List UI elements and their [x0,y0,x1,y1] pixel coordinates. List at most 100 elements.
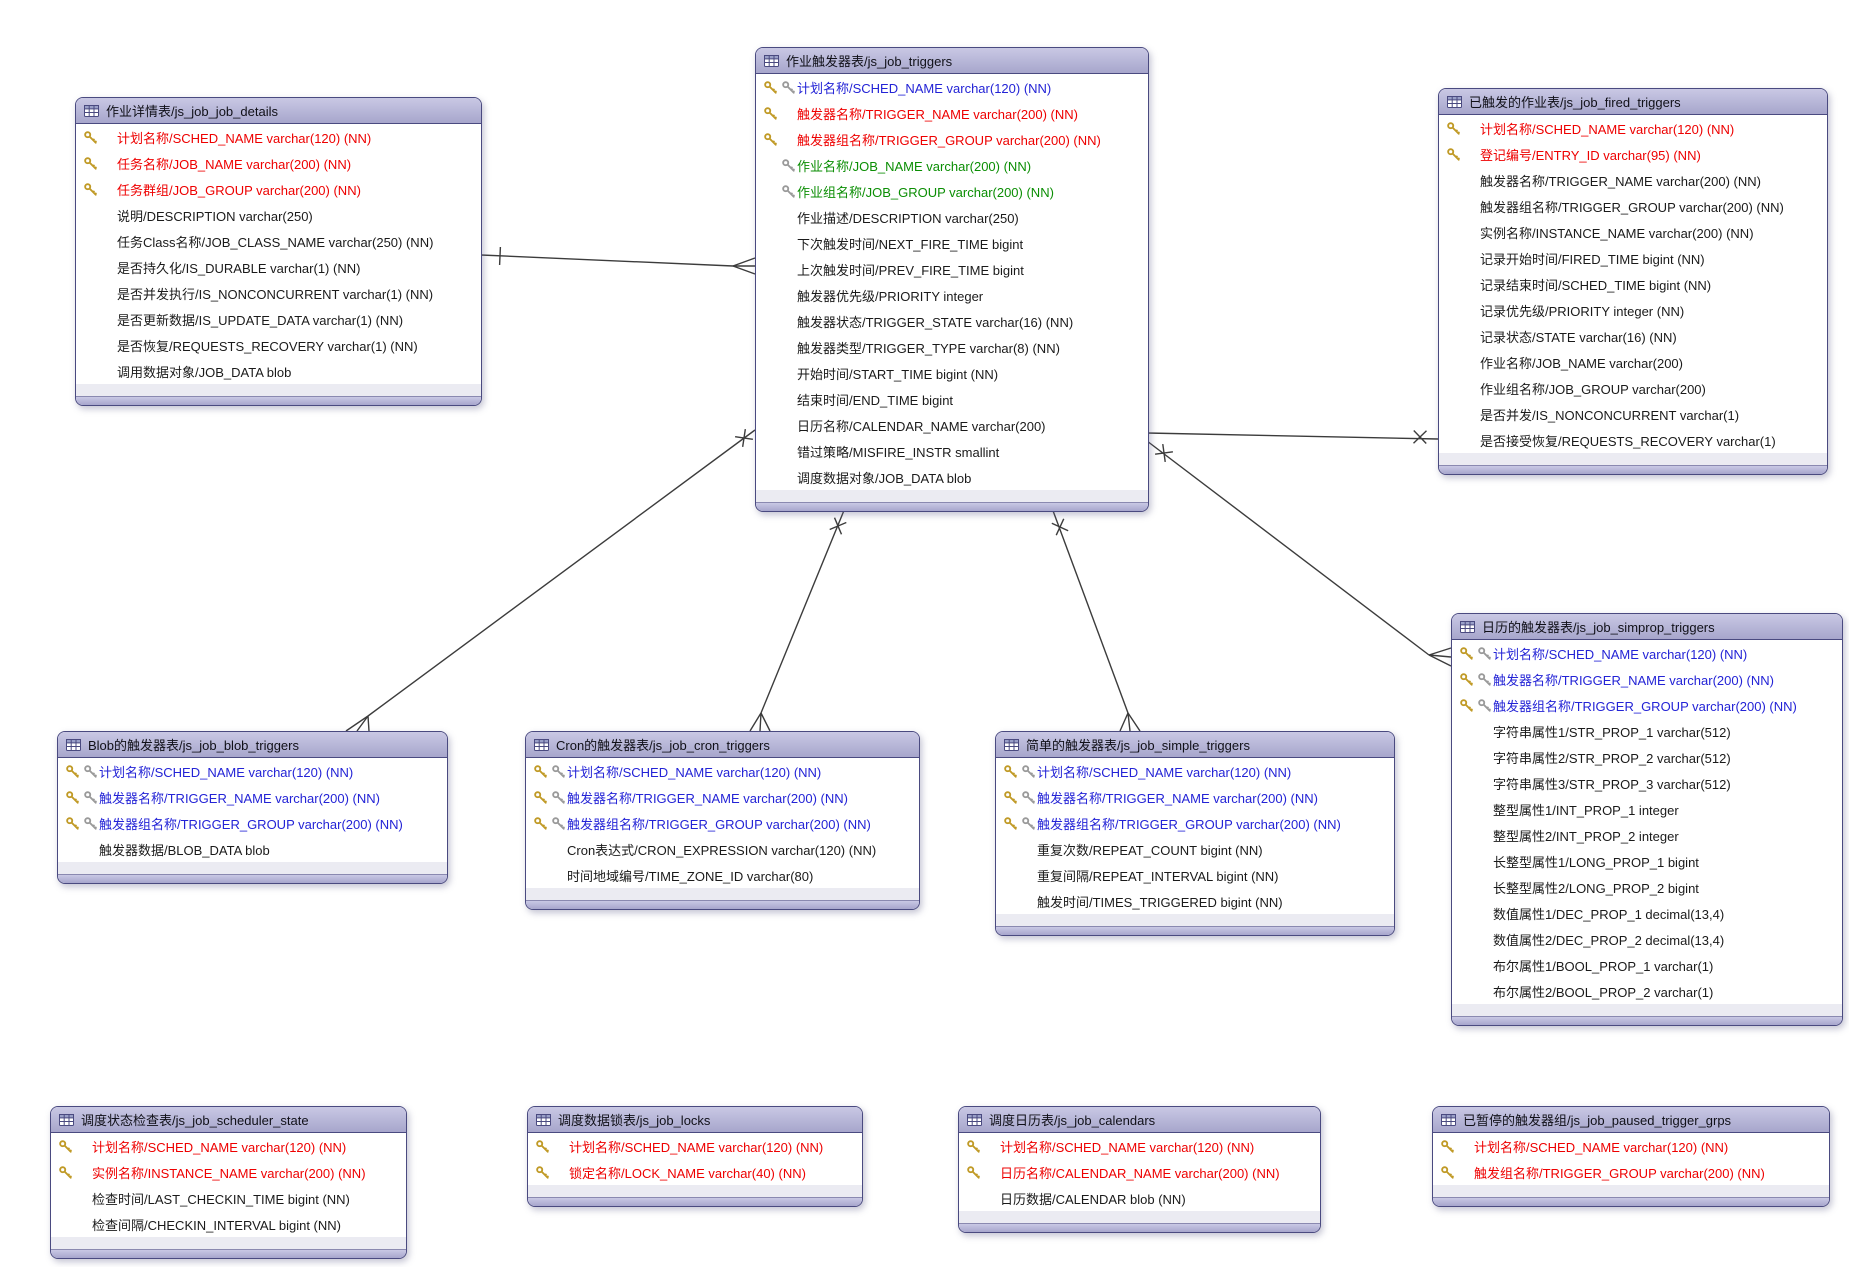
table-field-row[interactable]: 检查时间/LAST_CHECKIN_TIME bigint (NN) [51,1185,406,1211]
table-field-row[interactable]: 登记编号/ENTRY_ID varchar(95) (NN) [1439,141,1827,167]
table-field-row[interactable]: 调度数据对象/JOB_DATA blob [756,464,1148,490]
table-field-row[interactable]: 作业描述/DESCRIPTION varchar(250) [756,204,1148,230]
table-field-row[interactable]: 重复间隔/REPEAT_INTERVAL bigint (NN) [996,862,1394,888]
table-field-row[interactable]: 布尔属性1/BOOL_PROP_1 varchar(1) [1452,952,1842,978]
table-js_job_simple_triggers[interactable]: 简单的触发器表/js_job_simple_triggers 计划名称/SCHE… [995,731,1395,936]
table-field-row[interactable]: 数值属性2/DEC_PROP_2 decimal(13,4) [1452,926,1842,952]
table-field-row[interactable]: 字符串属性2/STR_PROP_2 varchar(512) [1452,744,1842,770]
table-field-row[interactable]: 数值属性1/DEC_PROP_1 decimal(13,4) [1452,900,1842,926]
table-field-row[interactable]: 实例名称/INSTANCE_NAME varchar(200) (NN) [51,1159,406,1185]
table-field-row[interactable]: 时间地域编号/TIME_ZONE_ID varchar(80) [526,862,919,888]
table-field-row[interactable]: 长整型属性2/LONG_PROP_2 bigint [1452,874,1842,900]
table-field-row[interactable]: 日历数据/CALENDAR blob (NN) [959,1185,1320,1211]
table-field-row[interactable]: 下次触发时间/NEXT_FIRE_TIME bigint [756,230,1148,256]
table-js_job_scheduler_state[interactable]: 调度状态检查表/js_job_scheduler_state 计划名称/SCHE… [50,1106,407,1259]
table-field-row[interactable]: 日历名称/CALENDAR_NAME varchar(200) (NN) [959,1159,1320,1185]
table-field-row[interactable]: 是否恢复/REQUESTS_RECOVERY varchar(1) (NN) [76,332,481,358]
table-field-row[interactable]: 开始时间/START_TIME bigint (NN) [756,360,1148,386]
relationship-js_job_triggers-to-js_job_blob_triggers[interactable] [345,428,756,732]
table-field-row[interactable]: 重复次数/REPEAT_COUNT bigint (NN) [996,836,1394,862]
table-field-row[interactable]: 计划名称/SCHED_NAME varchar(120) (NN) [959,1133,1320,1159]
table-field-row[interactable]: 触发器组名称/TRIGGER_GROUP varchar(200) (NN) [526,810,919,836]
relationship-js_job_triggers-to-js_job_cron_triggers[interactable] [749,507,847,732]
table-js_job_triggers[interactable]: 作业触发器表/js_job_triggers 计划名称/SCHED_NAME v… [755,47,1149,512]
table-js_job_blob_triggers[interactable]: Blob的触发器表/js_job_blob_triggers 计划名称/SCHE… [57,731,448,884]
table-header[interactable]: 调度数据锁表/js_job_locks [528,1107,862,1133]
table-field-row[interactable]: 触发器名称/TRIGGER_NAME varchar(200) (NN) [526,784,919,810]
table-field-row[interactable]: 计划名称/SCHED_NAME varchar(120) (NN) [76,124,481,150]
table-js_job_paused_trigger_grps[interactable]: 已暂停的触发器组/js_job_paused_trigger_grps 计划名称… [1432,1106,1830,1207]
table-field-row[interactable]: 任务群组/JOB_GROUP varchar(200) (NN) [76,176,481,202]
relationship-js_job_triggers-to-js_job_simple_triggers[interactable] [1051,507,1141,732]
table-field-row[interactable]: 任务Class名称/JOB_CLASS_NAME varchar(250) (N… [76,228,481,254]
table-field-row[interactable]: 任务名称/JOB_NAME varchar(200) (NN) [76,150,481,176]
table-field-row[interactable]: 字符串属性1/STR_PROP_1 varchar(512) [1452,718,1842,744]
table-field-row[interactable]: 触发器组名称/TRIGGER_GROUP varchar(200) (NN) [996,810,1394,836]
table-field-row[interactable]: 触发器组名称/TRIGGER_GROUP varchar(200) (NN) [58,810,447,836]
table-header[interactable]: Cron的触发器表/js_job_cron_triggers [526,732,919,758]
table-field-row[interactable]: 是否更新数据/IS_UPDATE_DATA varchar(1) (NN) [76,306,481,332]
table-js_job_fired_triggers[interactable]: 已触发的作业表/js_job_fired_triggers 计划名称/SCHED… [1438,88,1828,475]
table-header[interactable]: 日历的触发器表/js_job_simprop_triggers [1452,614,1842,640]
table-field-row[interactable]: 检查间隔/CHECKIN_INTERVAL bigint (NN) [51,1211,406,1237]
table-field-row[interactable]: 作业组名称/JOB_GROUP varchar(200) [1439,375,1827,401]
table-field-row[interactable]: 布尔属性2/BOOL_PROP_2 varchar(1) [1452,978,1842,1004]
table-header[interactable]: 已暂停的触发器组/js_job_paused_trigger_grps [1433,1107,1829,1133]
table-field-row[interactable]: 计划名称/SCHED_NAME varchar(120) (NN) [58,758,447,784]
table-field-row[interactable]: 记录优先级/PRIORITY integer (NN) [1439,297,1827,323]
table-field-row[interactable]: 记录结束时间/SCHED_TIME bigint (NN) [1439,271,1827,297]
table-field-row[interactable]: 触发器名称/TRIGGER_NAME varchar(200) (NN) [58,784,447,810]
table-field-row[interactable]: 计划名称/SCHED_NAME varchar(120) (NN) [756,74,1148,100]
relationship-js_job_triggers-to-js_job_fired_triggers[interactable] [1146,430,1439,444]
table-field-row[interactable]: 整型属性1/INT_PROP_1 integer [1452,796,1842,822]
table-field-row[interactable]: 是否接受恢复/REQUESTS_RECOVERY varchar(1) [1439,427,1827,453]
table-field-row[interactable]: 是否持久化/IS_DURABLE varchar(1) (NN) [76,254,481,280]
table-field-row[interactable]: 触发时间/TIMES_TRIGGERED bigint (NN) [996,888,1394,914]
table-field-row[interactable]: 整型属性2/INT_PROP_2 integer [1452,822,1842,848]
table-field-row[interactable]: 触发器优先级/PRIORITY integer [756,282,1148,308]
table-field-row[interactable]: 结束时间/END_TIME bigint [756,386,1148,412]
table-field-row[interactable]: 触发器组名称/TRIGGER_GROUP varchar(200) (NN) [756,126,1148,152]
table-header[interactable]: 作业详情表/js_job_job_details [76,98,481,124]
table-js_job_job_details[interactable]: 作业详情表/js_job_job_details 计划名称/SCHED_NAME… [75,97,482,406]
table-field-row[interactable]: 触发器名称/TRIGGER_NAME varchar(200) (NN) [996,784,1394,810]
table-field-row[interactable]: 触发器组名称/TRIGGER_GROUP varchar(200) (NN) [1439,193,1827,219]
table-header[interactable]: 调度日历表/js_job_calendars [959,1107,1320,1133]
table-field-row[interactable]: 触发器数据/BLOB_DATA blob [58,836,447,862]
table-js_job_calendars[interactable]: 调度日历表/js_job_calendars 计划名称/SCHED_NAME v… [958,1106,1321,1233]
table-field-row[interactable]: 上次触发时间/PREV_FIRE_TIME bigint [756,256,1148,282]
table-field-row[interactable]: 触发器状态/TRIGGER_STATE varchar(16) (NN) [756,308,1148,334]
table-js_job_cron_triggers[interactable]: Cron的触发器表/js_job_cron_triggers 计划名称/SCHE… [525,731,920,910]
table-js_job_locks[interactable]: 调度数据锁表/js_job_locks 计划名称/SCHED_NAME varc… [527,1106,863,1207]
table-field-row[interactable]: 记录开始时间/FIRED_TIME bigint (NN) [1439,245,1827,271]
table-field-row[interactable]: 计划名称/SCHED_NAME varchar(120) (NN) [528,1133,862,1159]
table-field-row[interactable]: 锁定名称/LOCK_NAME varchar(40) (NN) [528,1159,862,1185]
table-header[interactable]: 作业触发器表/js_job_triggers [756,48,1148,74]
table-field-row[interactable]: 计划名称/SCHED_NAME varchar(120) (NN) [1433,1133,1829,1159]
table-field-row[interactable]: 是否并发执行/IS_NONCONCURRENT varchar(1) (NN) [76,280,481,306]
table-header[interactable]: 已触发的作业表/js_job_fired_triggers [1439,89,1827,115]
table-field-row[interactable]: 作业名称/JOB_NAME varchar(200) (NN) [756,152,1148,178]
table-header[interactable]: 调度状态检查表/js_job_scheduler_state [51,1107,406,1133]
table-field-row[interactable]: 触发器名称/TRIGGER_NAME varchar(200) (NN) [756,100,1148,126]
table-header[interactable]: Blob的触发器表/js_job_blob_triggers [58,732,447,758]
table-field-row[interactable]: 计划名称/SCHED_NAME varchar(120) (NN) [996,758,1394,784]
table-field-row[interactable]: 字符串属性3/STR_PROP_3 varchar(512) [1452,770,1842,796]
table-field-row[interactable]: 说明/DESCRIPTION varchar(250) [76,202,481,228]
table-field-row[interactable]: 触发器名称/TRIGGER_NAME varchar(200) (NN) [1439,167,1827,193]
table-field-row[interactable]: 触发器组名称/TRIGGER_GROUP varchar(200) (NN) [1452,692,1842,718]
relationship-js_job_triggers-to-js_job_simprop_triggers[interactable] [1146,440,1452,667]
table-field-row[interactable]: 计划名称/SCHED_NAME varchar(120) (NN) [1439,115,1827,141]
table-field-row[interactable]: 是否并发/IS_NONCONCURRENT varchar(1) [1439,401,1827,427]
table-field-row[interactable]: 触发组名称/TRIGGER_GROUP varchar(200) (NN) [1433,1159,1829,1185]
table-field-row[interactable]: Cron表达式/CRON_EXPRESSION varchar(120) (NN… [526,836,919,862]
table-field-row[interactable]: 记录状态/STATE varchar(16) (NN) [1439,323,1827,349]
table-field-row[interactable]: 错过策略/MISFIRE_INSTR smallint [756,438,1148,464]
table-field-row[interactable]: 调用数据对象/JOB_DATA blob [76,358,481,384]
table-field-row[interactable]: 触发器名称/TRIGGER_NAME varchar(200) (NN) [1452,666,1842,692]
relationship-js_job_job_details-to-js_job_triggers[interactable] [480,246,756,275]
table-field-row[interactable]: 实例名称/INSTANCE_NAME varchar(200) (NN) [1439,219,1827,245]
table-header[interactable]: 简单的触发器表/js_job_simple_triggers [996,732,1394,758]
table-field-row[interactable]: 计划名称/SCHED_NAME varchar(120) (NN) [1452,640,1842,666]
